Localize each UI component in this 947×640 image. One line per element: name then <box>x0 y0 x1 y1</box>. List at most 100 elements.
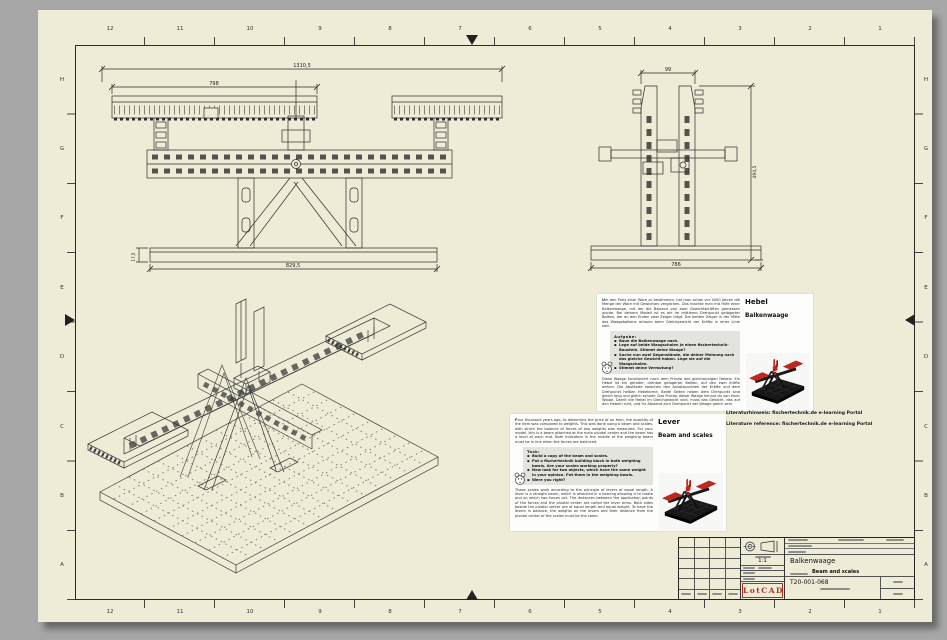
grid-row-label: F <box>924 215 928 222</box>
english-body-text: These scales work according to the princ… <box>515 487 653 518</box>
grid-col-label: 2 <box>808 609 812 615</box>
model-photo <box>746 353 810 411</box>
scale-field: 1:1 <box>741 555 784 566</box>
panel-subtitle: Balkenwaage <box>745 313 789 319</box>
grid-col-label: 5 <box>598 609 602 615</box>
model-photo <box>659 473 723 531</box>
grid-col-label: 8 <box>388 26 392 32</box>
centering-mark-right-icon <box>905 314 915 326</box>
english-task-box: Task: ▪Build a copy of the beam and scal… <box>523 446 653 485</box>
literature-references: Literaturhinweis: fischertechnik.de e-le… <box>726 408 872 430</box>
grid-row-label: B <box>60 492 64 499</box>
grid-ticks-right <box>915 45 923 600</box>
grid-col-label: 5 <box>598 26 602 32</box>
dim-base-length-label: 829,5 <box>286 263 300 269</box>
grid-row-label: E <box>60 284 64 291</box>
panel-title: Lever <box>658 418 680 426</box>
grid-row-label: G <box>59 146 65 153</box>
grid-columns-bottom: 12 11 10 9 8 7 6 5 4 3 2 1 <box>75 606 915 618</box>
side-view-drawing: 99 494,5 786 <box>587 67 765 272</box>
german-intro-text: Um den Preis einer Ware zu bestimmen, ha… <box>602 298 740 328</box>
centering-mark-top-icon <box>466 35 478 45</box>
grid-row-label: G <box>923 146 929 153</box>
grid-col-label: 7 <box>458 26 462 32</box>
grid-col-label: 12 <box>106 609 114 615</box>
projection-symbol-icon <box>743 540 778 552</box>
lotcad-logo: LotCAD <box>742 582 783 598</box>
task-item: ▪Lege auf beide Waagschalen je einen fis… <box>614 343 729 352</box>
grid-row-label: H <box>59 76 65 83</box>
task-item: ▪Were you right? <box>527 477 566 482</box>
bullet-icon: ▪ <box>614 338 617 343</box>
dim-overall-label: 1310,5 <box>293 63 311 69</box>
grid-ticks-top <box>75 37 915 45</box>
centering-mark-left-icon <box>65 314 75 326</box>
bullet-icon: ▪ <box>614 366 617 371</box>
drawing-subtitle: Beam and scales <box>812 569 860 575</box>
bullet-icon: ▪ <box>527 468 530 473</box>
dim-height-label: 494,5 <box>752 165 758 178</box>
dim-pan-label: 798 <box>209 81 219 87</box>
task-item: ▪Baue die Balkenwaage nach. <box>614 338 679 343</box>
grid-col-label: 11 <box>176 26 184 32</box>
mascot-icon <box>513 471 527 487</box>
bullet-icon: ▪ <box>614 343 617 348</box>
task-label: Aufgabe: <box>614 333 637 339</box>
centering-mark-bottom-icon <box>466 590 478 600</box>
grid-col-label: 11 <box>176 609 184 615</box>
revision-table <box>679 538 741 599</box>
bullet-icon: ▪ <box>527 459 530 463</box>
grid-col-label: 1 <box>878 609 882 615</box>
grid-col-label: 6 <box>528 609 532 615</box>
scale-value: 1:1 <box>758 558 767 564</box>
grid-row-label: E <box>924 284 928 291</box>
subtitle-prefix-smudge <box>790 573 812 575</box>
grid-col-label: 4 <box>668 26 672 32</box>
grid-col-label: 10 <box>246 609 254 615</box>
grid-row-label: A <box>924 562 928 569</box>
front-view-drawing: 1310,5 798 <box>98 63 506 273</box>
dim-width-label: 99 <box>665 67 671 73</box>
german-body-text: Diese Waage funktioniert nach dem Prinzi… <box>602 376 740 407</box>
grid-col-label: 1 <box>878 26 882 32</box>
grid-col-label: 4 <box>668 609 672 615</box>
grid-row-label: B <box>924 492 928 499</box>
grid-col-label: 9 <box>318 26 322 32</box>
grid-col-label: 3 <box>738 609 742 615</box>
mascot-icon <box>600 360 614 376</box>
task-item: ▪Stimmt deine Vermutung? <box>614 366 674 371</box>
task-item: ▪Build a copy of the beam and scales. <box>527 454 609 459</box>
grid-col-label: 8 <box>388 609 392 615</box>
grid-row-label: F <box>60 215 64 222</box>
task-item: ▪Now look for two objects, which have th… <box>527 468 646 477</box>
grid-col-label: 3 <box>738 26 742 32</box>
grid-row-label: C <box>924 423 928 430</box>
instruction-panel-english: Four thousand years ago, to determine th… <box>510 414 726 531</box>
task-item: ▪Suche nun zwei Gegenstände, die deiner … <box>614 352 735 366</box>
task-item: ▪Put a fischertechnik building block in … <box>527 459 641 468</box>
german-task-box: Aufgabe: ▪Baue die Balkenwaage nach. ▪Le… <box>610 331 740 374</box>
task-label: Task: <box>527 449 540 455</box>
bullet-icon: ▪ <box>527 454 530 459</box>
reference-english: Literature reference: fischertechnik.de … <box>726 422 873 428</box>
english-intro-text: Four thousand years ago, to determine th… <box>515 418 653 444</box>
dim-base-height-label: 17,5 <box>131 252 136 261</box>
drawing-number: T20-001-068 <box>790 579 829 586</box>
instruction-panel-german: Um den Preis einer Ware zu bestimmen, ha… <box>597 294 813 411</box>
bullet-icon: ▪ <box>527 477 530 482</box>
grid-col-label: 7 <box>458 609 462 615</box>
grid-row-label: D <box>59 354 65 361</box>
grid-col-label: 12 <box>106 26 114 32</box>
grid-row-label: C <box>60 423 64 430</box>
grid-ticks-bottom <box>75 600 915 608</box>
grid-col-label: 9 <box>318 609 322 615</box>
grid-row-label: H <box>923 76 929 83</box>
title-block: 1:1 LotCAD Balkenwaage Beam and scales T… <box>678 537 915 600</box>
panel-title: Hebel <box>745 298 768 306</box>
drawing-title: Balkenwaage <box>790 557 836 565</box>
grid-col-label: 2 <box>808 26 812 32</box>
